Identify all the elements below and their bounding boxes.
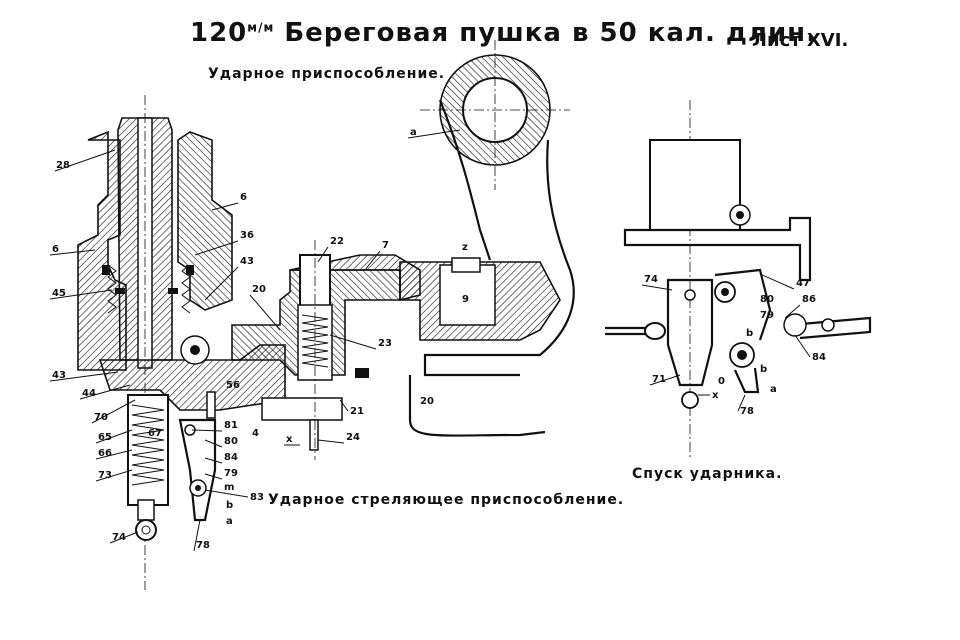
label-43-top: 43 <box>240 256 254 267</box>
label-78-left: 78 <box>196 540 210 551</box>
striker-release-view <box>605 100 872 460</box>
label-65: 65 <box>98 432 112 443</box>
label-20-upper: 20 <box>252 284 266 295</box>
label-6-right: 6 <box>240 192 247 203</box>
label-m: m <box>224 482 234 493</box>
label-21: 21 <box>350 406 364 417</box>
label-44: 44 <box>82 388 96 399</box>
label-84: 84 <box>224 452 238 463</box>
label-20-lower: 20 <box>420 396 434 407</box>
label-x-right: x <box>712 390 719 401</box>
label-80-right: 80 <box>760 294 774 305</box>
label-70: 70 <box>94 412 108 423</box>
caption-striker-release: Спуск ударника. <box>632 466 783 482</box>
label-84-right: 84 <box>812 352 826 363</box>
label-7: 7 <box>382 240 389 251</box>
label-71: 71 <box>652 374 666 385</box>
label-74-left: 74 <box>112 532 126 543</box>
label-81: 81 <box>224 420 238 431</box>
title-text: Береговая пушка в 50 кал. длин. <box>284 18 817 48</box>
label-74-right: 74 <box>644 274 658 285</box>
sheet-number: Лист XVI. <box>752 30 849 51</box>
page-title: 120м/м Береговая пушка в 50 кал. длин. <box>190 18 817 48</box>
title-number: 120 <box>190 18 248 48</box>
label-a-left: a <box>226 516 233 527</box>
connecting-block <box>231 240 421 460</box>
title-unit: м/м <box>247 20 275 35</box>
label-a-ring: a <box>410 127 417 138</box>
label-b-left: b <box>226 500 233 511</box>
label-66: 66 <box>98 448 112 459</box>
label-45: 45 <box>52 288 66 299</box>
caption-percussion-device: Ударное приспособление. <box>208 66 446 82</box>
label-22: 22 <box>330 236 344 247</box>
label-67: 67 <box>148 428 162 439</box>
label-78-right: 78 <box>740 406 754 417</box>
label-b-center: b <box>746 328 753 339</box>
breech-lever <box>399 40 575 437</box>
label-4: 4 <box>252 428 259 439</box>
label-86: 86 <box>802 294 816 305</box>
firing-mechanism-body <box>98 335 286 541</box>
label-9: 9 <box>462 294 469 305</box>
label-28: 28 <box>56 160 70 171</box>
label-a-right: a <box>770 384 777 395</box>
label-80: 80 <box>224 436 238 447</box>
label-36: 36 <box>240 230 254 241</box>
label-83: 83 <box>250 492 264 503</box>
label-24: 24 <box>346 432 360 443</box>
label-6-left: 6 <box>52 244 59 255</box>
label-43-bottom: 43 <box>52 370 66 381</box>
label-47: 47 <box>796 278 810 289</box>
label-56: 56 <box>226 380 240 391</box>
label-x-left: x <box>286 434 293 445</box>
label-z: z <box>462 242 468 253</box>
part-labels: 28 6 6 36 43 45 43 44 70 65 66 73 74 67 … <box>49 127 826 552</box>
caption-percussion-firing-device: Ударное стреляющее приспособление. <box>268 492 625 508</box>
label-0: 0 <box>718 376 725 387</box>
breech-housing <box>77 95 233 590</box>
label-79-right: 79 <box>760 310 774 321</box>
label-23: 23 <box>378 338 392 349</box>
label-b-right: b <box>760 364 767 375</box>
label-79: 79 <box>224 468 238 479</box>
label-73: 73 <box>98 470 112 481</box>
